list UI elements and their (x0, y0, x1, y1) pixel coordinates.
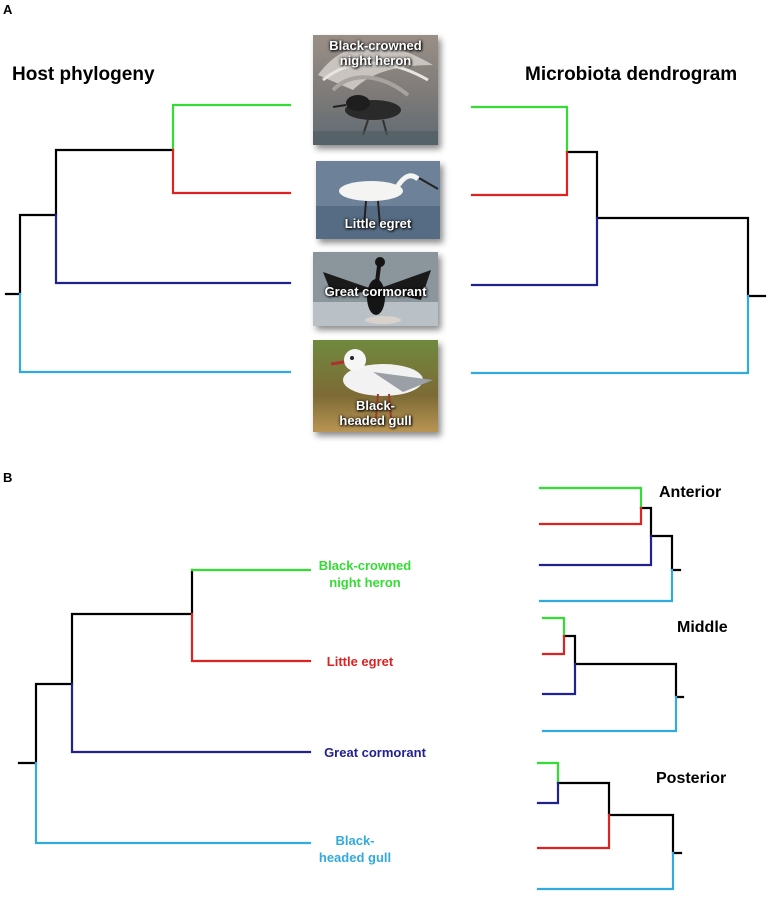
gull-label-line2: headed gull (318, 850, 392, 865)
label-black-headed-gull: Black- headed gull (300, 832, 410, 866)
anterior-dendrogram (538, 486, 682, 603)
anterior-title: Anterior (659, 484, 722, 501)
gull-label-line1: Black- (335, 833, 375, 848)
panel-b-host-tree (17, 568, 312, 845)
heron-image (313, 35, 438, 145)
heron-photo-label-line2: night heron (339, 53, 412, 68)
egret-image (316, 161, 440, 239)
photo-black-headed-gull: Black- headed gull (313, 340, 438, 432)
heron-label-line1: Black-crowned (318, 558, 412, 573)
label-little-egret: Little egret (326, 654, 394, 669)
heron-photo-label-line1: Black-crowned (329, 38, 422, 53)
gull-image (313, 340, 438, 432)
microbiota-dendrogram-tree (470, 105, 767, 375)
host-phylogeny-tree (4, 103, 292, 374)
egret-photo-label: Little egret (344, 216, 412, 231)
microbiota-dendrogram-title: Microbiota dendrogram (525, 64, 738, 85)
middle-dendrogram (541, 616, 685, 733)
gull-photo-label-line2: headed gull (339, 413, 412, 428)
photo-black-crowned-night-heron: Black-crowned night heron (313, 35, 438, 145)
photo-little-egret: Little egret (316, 161, 440, 239)
panel-a-letter: A (3, 2, 13, 17)
middle-title: Middle (677, 619, 728, 636)
photo-great-cormorant: Great cormorant (313, 252, 438, 326)
gull-photo-label-line1: Black- (355, 398, 396, 413)
cormorant-photo-label: Great cormorant (324, 284, 427, 299)
posterior-dendrogram (536, 761, 683, 891)
cormorant-image (313, 252, 438, 326)
panel-b-letter: B (3, 470, 13, 485)
label-great-cormorant: Great cormorant (324, 745, 426, 760)
host-phylogeny-title: Host phylogeny (12, 64, 155, 85)
heron-label-line2: night heron (329, 575, 401, 590)
posterior-title: Posterior (656, 770, 727, 787)
label-black-crowned-night-heron: Black-crowned night heron (300, 557, 430, 591)
